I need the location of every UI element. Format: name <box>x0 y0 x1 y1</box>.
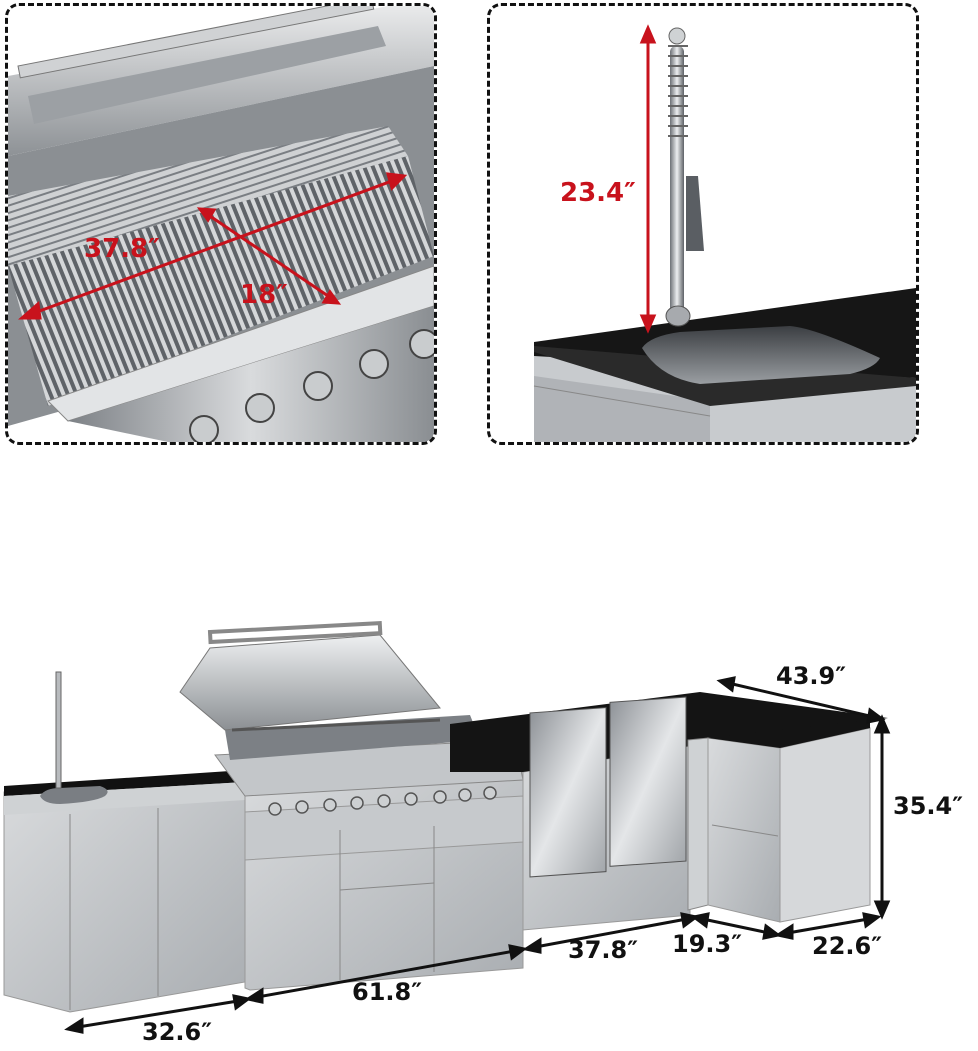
faucet-height-dimension: 23.4″ <box>560 178 636 208</box>
outdoor-kitchen-overview: 32.6″ 61.8″ 37.8″ 19.3″ 22.6″ 43.9″ 35.4… <box>0 600 978 1051</box>
grill-detail-panel: 37.8″ 18″ <box>5 3 437 445</box>
faucet-detail-panel: 23.4″ <box>487 3 919 445</box>
grill-knob-icons <box>268 786 497 816</box>
corner-width-dimension: 19.3″ <box>672 930 742 958</box>
grill-cabinet-width-dimension: 61.8″ <box>352 978 422 1006</box>
end-cabinet-depth-dimension: 22.6″ <box>812 932 882 960</box>
l-return-length-dimension: 43.9″ <box>776 662 846 690</box>
sink-cabinet-width-dimension: 32.6″ <box>142 1018 212 1046</box>
grill-width-dimension: 37.8″ <box>84 234 160 264</box>
sink-faucet-illustration <box>533 24 916 442</box>
cabinet-height-dimension: 35.4″ <box>893 792 963 820</box>
grill-illustration <box>8 6 434 442</box>
outdoor-kitchen-illustration <box>3 621 891 1034</box>
fridge-cabinet-width-dimension: 37.8″ <box>568 936 638 964</box>
knob-icons <box>189 329 434 442</box>
grill-depth-dimension: 18″ <box>240 280 288 310</box>
